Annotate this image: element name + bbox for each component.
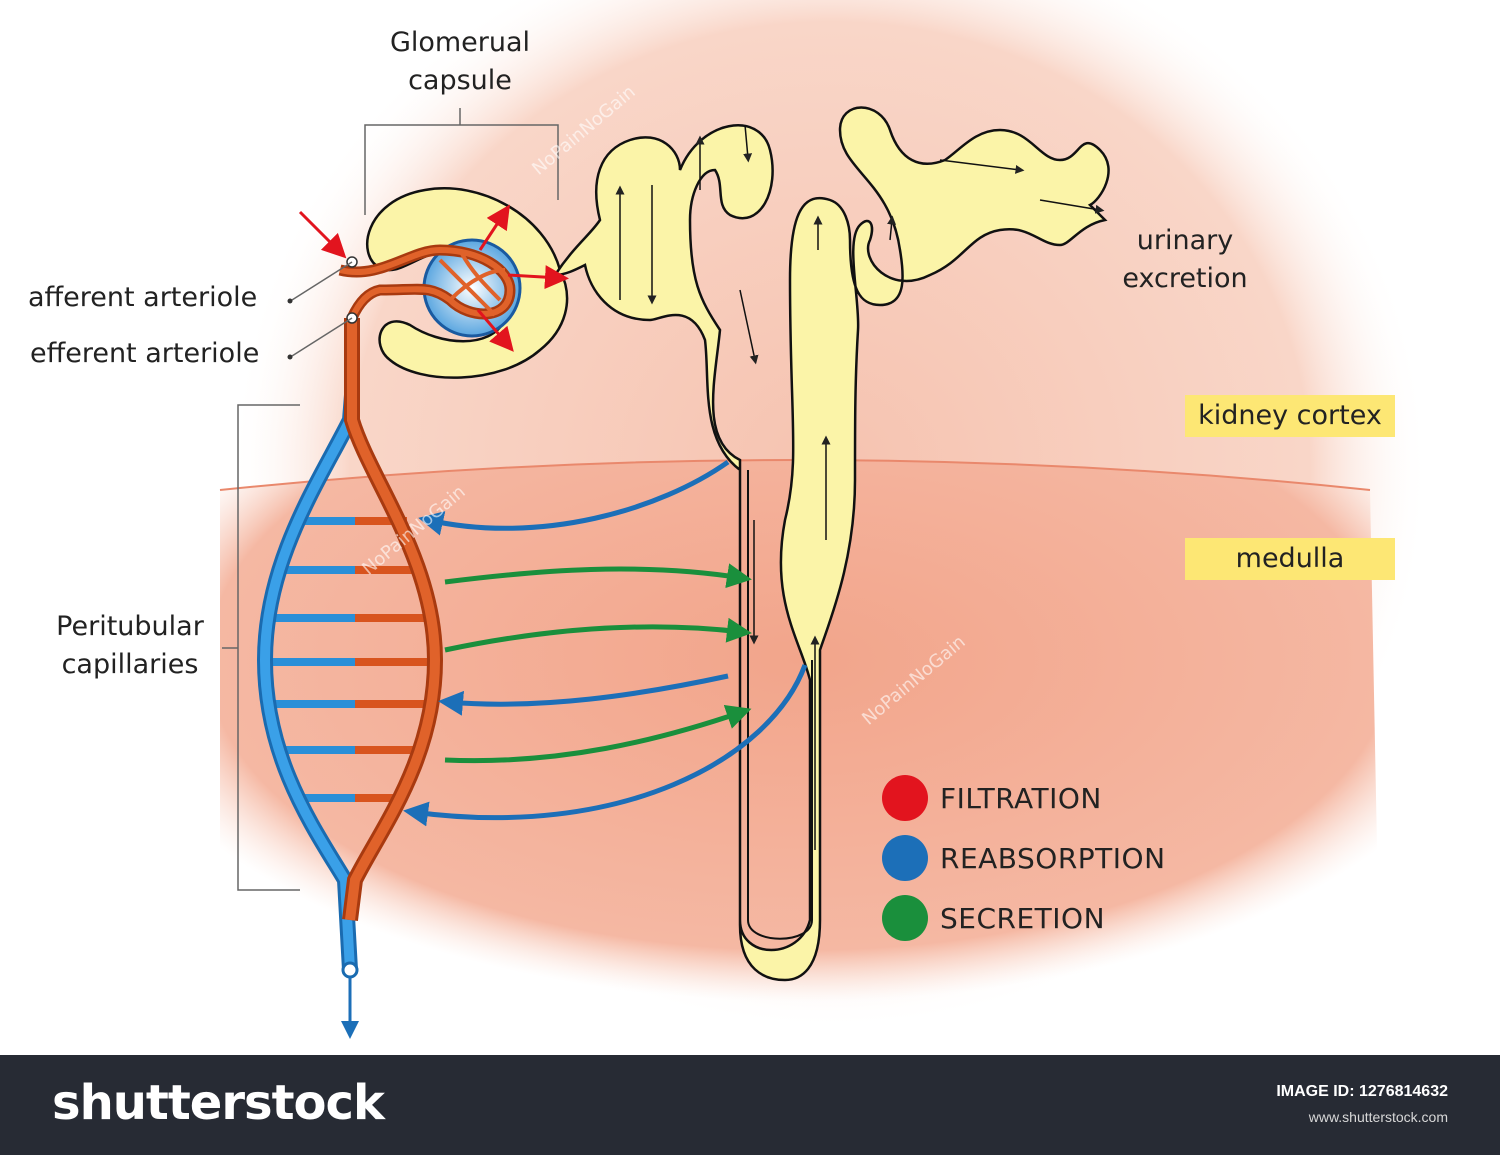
glomerular-capsule-label-line1: Glomerual <box>389 27 531 58</box>
reabsorption-dot <box>882 835 928 881</box>
legend-item-reabsorption: REABSORPTION <box>882 835 1166 881</box>
reabsorption-arrow <box>418 459 730 536</box>
urinary-excretion-label: urinary excretion <box>1120 222 1250 298</box>
secretion-arrow <box>444 563 752 589</box>
site-url: www.shutterstock.com <box>1308 1109 1448 1125</box>
renal-tubule <box>366 106 1110 982</box>
reabsorption-arrow <box>403 664 808 827</box>
peritubular-capillaries <box>256 318 444 1039</box>
legend-label-reabsorption: REABSORPTION <box>940 841 1166 875</box>
secretion-arrow <box>444 617 752 653</box>
image-id: IMAGE ID: 1276814632 <box>1276 1083 1448 1100</box>
filtration-arrows <box>298 204 569 352</box>
secretion-dot <box>882 895 928 941</box>
kidney-cortex-tag: kidney cortex <box>1185 395 1395 437</box>
flow-arrows <box>615 124 1105 850</box>
loop-of-henle <box>747 470 813 940</box>
medulla-tag: medulla <box>1185 538 1395 580</box>
capsule-bracket <box>364 124 559 215</box>
peritubular-capillaries-label: Peritubular capillaries <box>50 608 210 684</box>
annotation-lines <box>222 108 559 891</box>
legend-label-secretion: SECRETION <box>940 901 1106 935</box>
secretion-arrow <box>444 705 752 764</box>
peritubular-label-line1: Peritubular <box>56 611 204 642</box>
urinary-label-line2: excretion <box>1122 263 1248 294</box>
filtration-dot <box>882 775 928 821</box>
peritubular-label-line2: capillaries <box>61 649 199 680</box>
brand-logo: shutterstock <box>52 1075 385 1131</box>
efferent-leader <box>291 317 353 357</box>
legend-item-secretion: SECRETION <box>882 895 1105 941</box>
afferent-leader <box>291 261 353 301</box>
glomerulus <box>298 204 569 352</box>
glomerular-capsule-label: Glomerual capsule <box>385 24 535 100</box>
urinary-label-line1: urinary <box>1136 225 1234 256</box>
legend-label-filtration: FILTRATION <box>940 781 1102 815</box>
tubule-path <box>552 106 1110 982</box>
diagram-canvas <box>219 0 1430 1039</box>
afferent-arteriole-label: afferent arteriole <box>28 282 258 313</box>
efferent-arteriole-label: efferent arteriole <box>30 338 260 369</box>
stock-footer: shutterstock IMAGE ID: 1276814632 www.sh… <box>0 1055 1500 1155</box>
exchange-arrows <box>403 459 808 827</box>
glomerular-capsule-label-line2: capsule <box>408 65 512 96</box>
legend-item-filtration: FILTRATION <box>882 775 1102 821</box>
reabsorption-arrow <box>438 673 729 716</box>
